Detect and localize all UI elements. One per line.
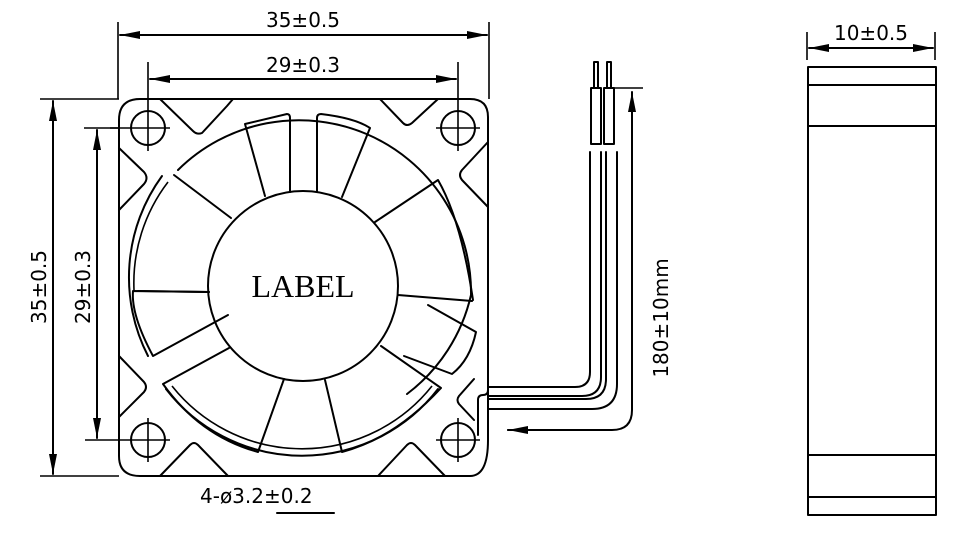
venturi-ring-outer	[177, 119, 473, 395]
overall-width-label: 35±0.5	[266, 8, 340, 32]
frame-corner-ribs	[118, 98, 489, 477]
lead-wires	[487, 61, 618, 410]
venturi-ring-lower	[165, 388, 439, 457]
fan-blades	[131, 113, 477, 453]
venturi-ring-inner-lower	[171, 385, 433, 450]
venturi-left-arc	[127, 175, 163, 357]
height-dimensions: 35±0.5 29±0.3	[27, 98, 119, 477]
width-dimensions: 35±0.5 29±0.3	[117, 8, 490, 99]
holes-callout-tolerance: 2±0.2	[251, 484, 312, 508]
mounting-hole-bottom-left	[85, 418, 170, 462]
hole-spacing-height-label: 29±0.3	[71, 250, 95, 324]
lead-length-label: 180±10mm	[649, 258, 673, 377]
front-view: LABEL	[27, 8, 673, 514]
hole-spacing-width-label: 29±0.3	[266, 53, 340, 77]
mounting-hole-top-right	[436, 62, 480, 151]
lead-length-dimension: 180±10mm	[507, 87, 673, 434]
mounting-holes-callout: 4-ø3.2±0.2	[200, 484, 335, 514]
side-view: 10±0.5	[806, 21, 937, 516]
thickness-label: 10±0.5	[834, 21, 908, 45]
overall-height-label: 35±0.5	[27, 250, 51, 324]
hub-label: LABEL	[251, 268, 354, 304]
mounting-holes	[85, 62, 480, 462]
thickness-dimension: 10±0.5	[806, 21, 936, 60]
cable-exit	[477, 377, 489, 436]
holes-callout-prefix: 4-ø3.	[200, 484, 251, 508]
mounting-hole-top-left	[110, 62, 170, 151]
mounting-hole-bottom-right	[436, 418, 480, 462]
svg-text:4-ø3.2±0.2: 4-ø3.2±0.2	[200, 484, 313, 508]
fan-hub	[207, 190, 399, 382]
side-view-body	[807, 66, 937, 516]
fan-frame-outline	[118, 98, 489, 477]
